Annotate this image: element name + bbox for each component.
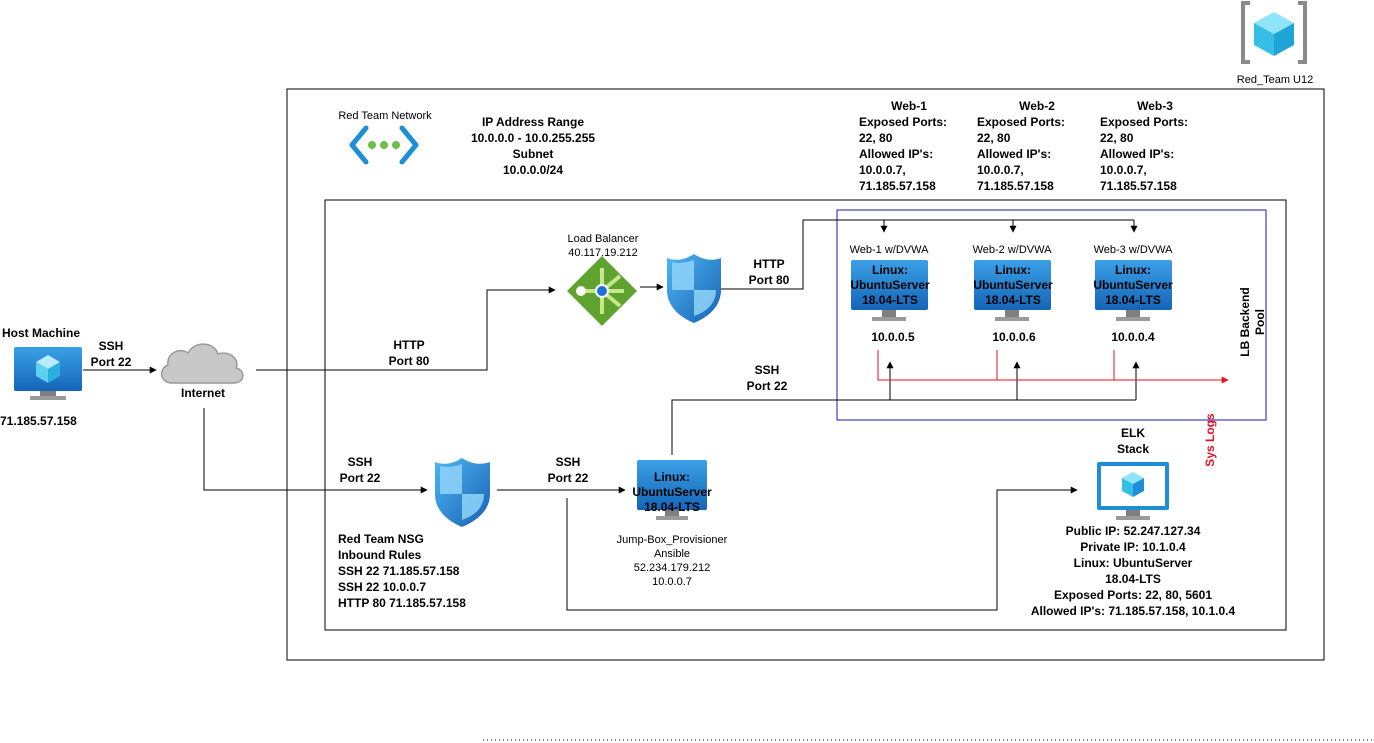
web-1-info: Web-1 Exposed Ports:22, 80 Allowed IP's:… <box>859 99 948 193</box>
host-ip: 71.185.57.158 <box>0 414 77 428</box>
subnet-label: Subnet <box>512 147 554 161</box>
internet-cloud-icon <box>160 343 244 384</box>
resource-group-boundary <box>286 88 1325 661</box>
connector-lines <box>83 219 1140 611</box>
web-3-vm-label: Web-3 w/DVWA <box>1093 244 1173 256</box>
nsg-title: Red Team NSG <box>338 532 424 546</box>
elk-vm-icon <box>1097 462 1169 520</box>
syslog-lines <box>877 350 1229 384</box>
host-title: Host Machine <box>2 326 81 340</box>
jumpbox-private-ip: 10.0.0.7 <box>652 576 692 588</box>
elk-public-ip: Public IP: 52.247.127.34 <box>1065 524 1201 538</box>
lb-name: Load Balancer <box>567 233 639 245</box>
jumpbox-role: Ansible <box>653 548 691 560</box>
web-2-vm-icon <box>974 260 1051 321</box>
web-1-ip: 10.0.0.5 <box>871 330 915 344</box>
elk-ports: Exposed Ports: 22, 80, 5601 <box>1053 588 1213 602</box>
subnet-value: 10.0.0.0/24 <box>502 163 564 177</box>
web-1-vm-label: Web-1 w/DVWA <box>849 244 929 256</box>
web-3-vm-icon <box>1095 260 1172 321</box>
jumpbox-public-ip: 52.234.179.212 <box>633 562 711 574</box>
nsg-rule: SSH 22 10.0.0.7 <box>338 580 427 594</box>
web-1-vm-icon <box>851 260 928 321</box>
nsg-rule: SSH 22 71.185.57.158 <box>338 564 460 578</box>
elk-details: Public IP: 52.247.127.34 Private IP: 10.… <box>1000 523 1266 619</box>
lb-shield-icon <box>667 254 721 323</box>
load-balancer-label: Load Balancer 40.117.19.212 <box>550 232 656 260</box>
jumpbox-name: Jump-Box_Provisioner <box>616 534 728 546</box>
subscription-label: Red_Team U12 <box>1236 74 1314 86</box>
web-2-info: Web-2 Exposed Ports:22, 80 Allowed IP's:… <box>977 99 1066 193</box>
host-machine-icon <box>14 347 82 400</box>
web-2-vm-label: Web-2 w/DVWA <box>972 244 1052 256</box>
web-3-ip: 10.0.0.4 <box>1111 330 1155 344</box>
virtual-network-icon <box>349 125 419 165</box>
elk-os: Linux: UbuntuServer <box>1073 556 1193 570</box>
load-balancer-icon <box>567 256 637 326</box>
lb-ip: 40.117.19.212 <box>568 247 638 259</box>
nsg-rules-block: Red Team NSG Inbound Rules SSH 22 71.185… <box>338 531 466 611</box>
network-name: Red Team Network <box>338 110 432 122</box>
ip-range-label: IP Address Range <box>481 115 585 129</box>
subnet-boundary <box>324 199 1287 631</box>
ip-range-value: 10.0.0.0 - 10.0.255.255 <box>470 131 596 145</box>
web-3-info: Web-3 Exposed Ports:22, 80 Allowed IP's:… <box>1100 99 1189 193</box>
subscription-icon <box>1241 1 1307 64</box>
syslogs-label: Sys Logs <box>1203 413 1217 467</box>
nsg-subtitle: Inbound Rules <box>338 548 422 562</box>
jumpbox-details: Jump-Box_Provisioner Ansible 52.234.179.… <box>592 533 752 589</box>
backend-pool-boundary <box>836 209 1267 421</box>
elk-allowed: Allowed IP's: 71.185.57.158, 10.1.0.4 <box>1030 604 1236 618</box>
network-address-block: IP Address Range 10.0.0.0 - 10.0.255.255… <box>450 114 616 178</box>
web-2-ip: 10.0.0.6 <box>992 330 1036 344</box>
elk-private-ip: Private IP: 10.1.0.4 <box>1080 540 1186 554</box>
nsg-rule: HTTP 80 71.185.57.158 <box>338 596 466 610</box>
nsg-shield-icon <box>435 458 490 527</box>
elk-os-version: 18.04-LTS <box>1105 572 1161 586</box>
internet-label: Internet <box>180 386 225 400</box>
jumpbox-vm-icon <box>637 460 707 520</box>
